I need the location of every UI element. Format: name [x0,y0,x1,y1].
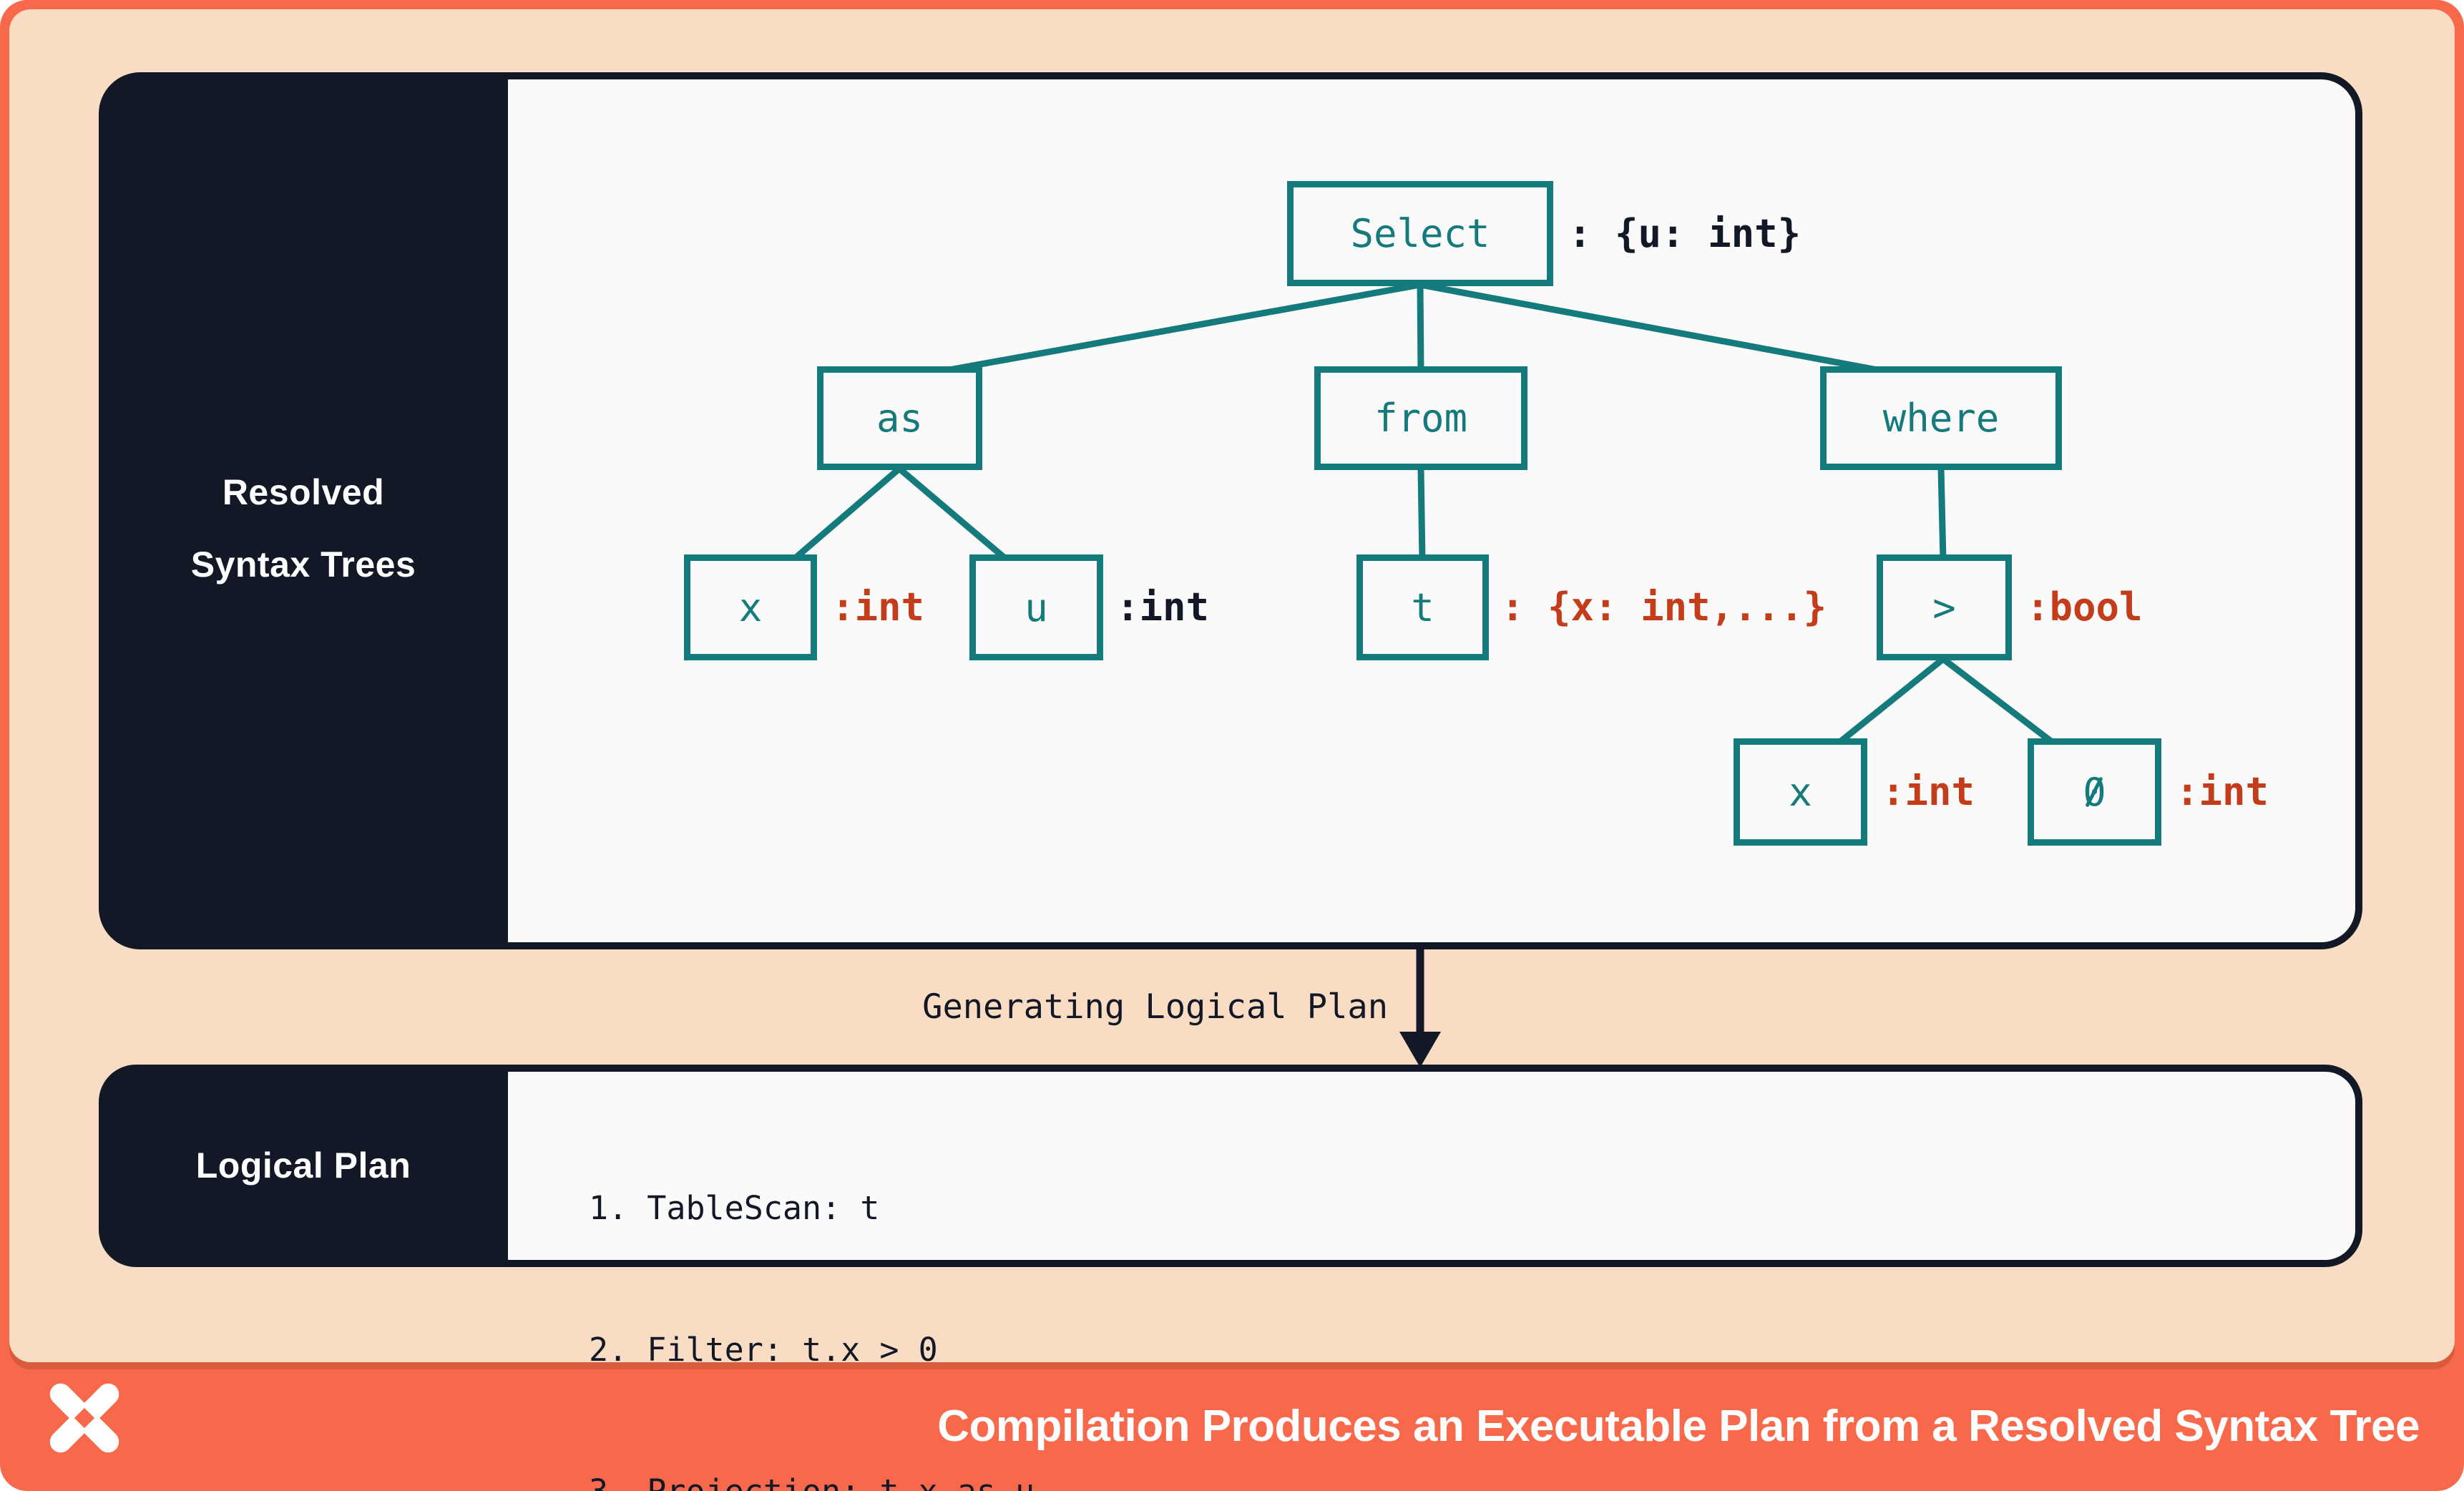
tree-node-where: where [1820,366,2062,470]
logical-plan-step: 1. TableScan: t [589,1189,880,1227]
tree-node-select: Select [1287,181,1553,286]
resolved-panel-label-line2: Syntax Trees [190,544,416,585]
footer-title: Compilation Produces an Executable Plan … [937,1402,2420,1451]
dolt-logo-icon [49,1383,119,1453]
tree-node-greater-than: > [1877,554,2012,660]
edge-where-gt [1937,468,1947,561]
logical-plan-panel [99,1065,2362,1267]
logical-plan-steps: 1. TableScan: t 2. Filter: t.x > 0 3. Pr… [589,1090,1035,1491]
resolved-panel-label-line1: Resolved [222,472,385,512]
edge-select-from [1417,284,1424,373]
edge-as-x [791,466,901,563]
resolved-panel-label: Resolved Syntax Trees [99,456,508,601]
edge-as-u [897,466,1009,563]
logical-plan-canvas [508,1072,2355,1260]
edge-select-as [937,281,1421,376]
annotation-zero-type: :int [2176,769,2269,814]
tree-node-x-where: x [1734,738,1867,846]
flow-arrow [1399,947,1441,1067]
annotation-select-type: : {u: int} [1568,211,1801,256]
tree-node-u: u [969,554,1103,660]
edge-gt-zero [1941,656,2057,747]
tree-node-from: from [1314,366,1527,470]
zero-glyph: 0 [2083,769,2106,815]
edge-gt-x [1835,656,1945,747]
tree-node-t: t [1356,554,1489,660]
transition-label: Generating Logical Plan [922,987,1388,1027]
tree-node-zero: 0 [2028,738,2161,846]
logical-plan-label: Logical Plan [195,1145,411,1186]
annotation-u-type: :int [1116,585,1210,630]
edge-select-where [1419,281,1889,376]
annotation-t-type: : {x: int,...} [1501,585,1827,630]
annotation-x-where-type: :int [1882,769,1975,814]
tree-node-as: as [817,366,982,470]
tree-node-x-as: x [684,554,817,660]
annotation-x-as-type: :int [831,585,925,630]
edge-group [791,281,2057,747]
logical-plan-step: 2. Filter: t.x > 0 [589,1331,938,1369]
logical-plan-step: 3. Projection: t.x as u [589,1468,1035,1491]
annotation-gt-type: :bool [2026,585,2143,630]
edge-from-t [1417,468,1426,561]
